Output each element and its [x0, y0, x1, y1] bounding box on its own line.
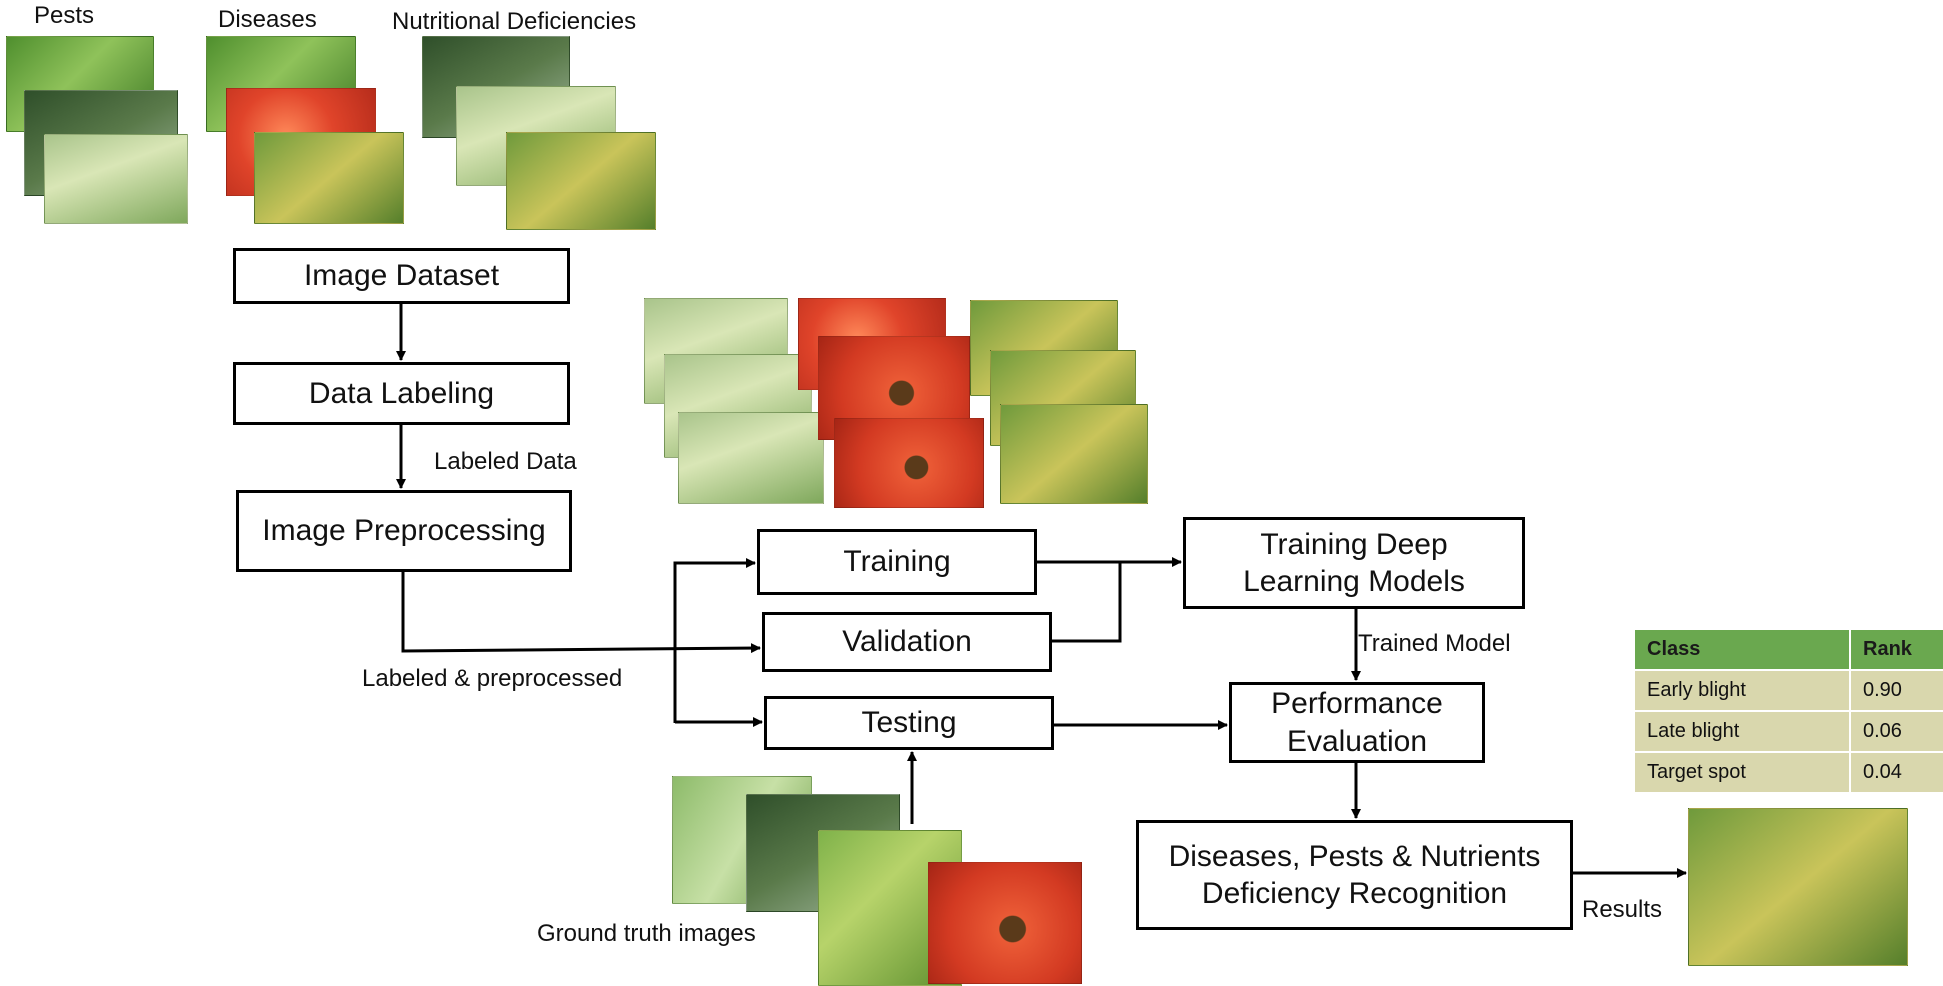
- rank-cell: 0.06: [1851, 712, 1943, 751]
- performance-evaluation-box: Performance Evaluation: [1229, 682, 1485, 763]
- mosaic-photo-9: [1000, 404, 1148, 504]
- class-cell: Late blight: [1635, 712, 1849, 751]
- class-cell: Target spot: [1635, 753, 1849, 792]
- image-dataset-box: Image Dataset: [233, 248, 570, 304]
- image-preprocessing-text: Image Preprocessing: [262, 514, 546, 548]
- recognition-text-1: Diseases, Pests & Nutrients: [1168, 839, 1541, 873]
- data-labeling-text: Data Labeling: [308, 376, 495, 410]
- performance-evaluation-text-1: Performance: [1271, 687, 1443, 720]
- result-plant-photo: [1688, 808, 1908, 966]
- results-table-header: Class Rank: [1635, 630, 1943, 669]
- trained-model-label: Trained Model: [1358, 630, 1511, 657]
- data-labeling-box: Data Labeling: [233, 362, 570, 425]
- disease-photo-3: [254, 132, 404, 224]
- training-box: Training: [757, 529, 1037, 595]
- validation-box: Validation: [762, 612, 1052, 672]
- recognition-text-2: Deficiency Recognition: [1201, 877, 1508, 910]
- testing-text: Testing: [861, 706, 957, 740]
- testing-box: Testing: [764, 696, 1054, 750]
- results-table: Class Rank Early blight 0.90 Late blight…: [1633, 628, 1943, 794]
- image-preprocessing-box: Image Preprocessing: [236, 490, 572, 572]
- arrow-preprocessing-to-validation: [401, 572, 761, 654]
- table-row: Target spot 0.04: [1635, 753, 1943, 792]
- pest-photo-3: [44, 134, 188, 224]
- labeled-data-label: Labeled Data: [434, 448, 577, 475]
- training-models-text-2: Learning Models: [1243, 565, 1465, 598]
- ground-truth-photo-4: [928, 862, 1082, 984]
- table-row: Early blight 0.90: [1635, 671, 1943, 710]
- recognition-box: Diseases, Pests & Nutrients Deficiency R…: [1136, 820, 1573, 930]
- class-header: Class: [1635, 630, 1849, 669]
- rank-cell: 0.04: [1851, 753, 1943, 792]
- arrow-branch-to-training: [673, 558, 756, 723]
- nutritional-deficiencies-label: Nutritional Deficiencies: [392, 8, 637, 35]
- performance-evaluation-text-2: Evaluation: [1286, 724, 1428, 758]
- image-dataset-text: Image Dataset: [303, 259, 500, 293]
- line-validation-to-models: [1052, 562, 1122, 643]
- rank-header: Rank: [1851, 630, 1943, 669]
- results-label: Results: [1582, 896, 1663, 923]
- table-row: Late blight 0.06: [1635, 712, 1943, 751]
- mosaic-photo-3: [678, 412, 824, 504]
- pests-label: Pests: [34, 2, 95, 29]
- validation-text: Validation: [842, 625, 972, 659]
- training-text: Training: [843, 545, 951, 579]
- training-models-text-1: Training Deep: [1260, 527, 1448, 561]
- mosaic-photo-6: [834, 418, 984, 508]
- rank-cell: 0.90: [1851, 671, 1943, 710]
- ground-truth-label: Ground truth images: [537, 920, 756, 947]
- training-models-box: Training Deep Learning Models: [1183, 517, 1525, 609]
- class-cell: Early blight: [1635, 671, 1849, 710]
- diseases-label: Diseases: [218, 6, 317, 33]
- labeled-preprocessed-label: Labeled & preprocessed: [362, 665, 623, 692]
- nutrient-photo-3: [506, 132, 656, 230]
